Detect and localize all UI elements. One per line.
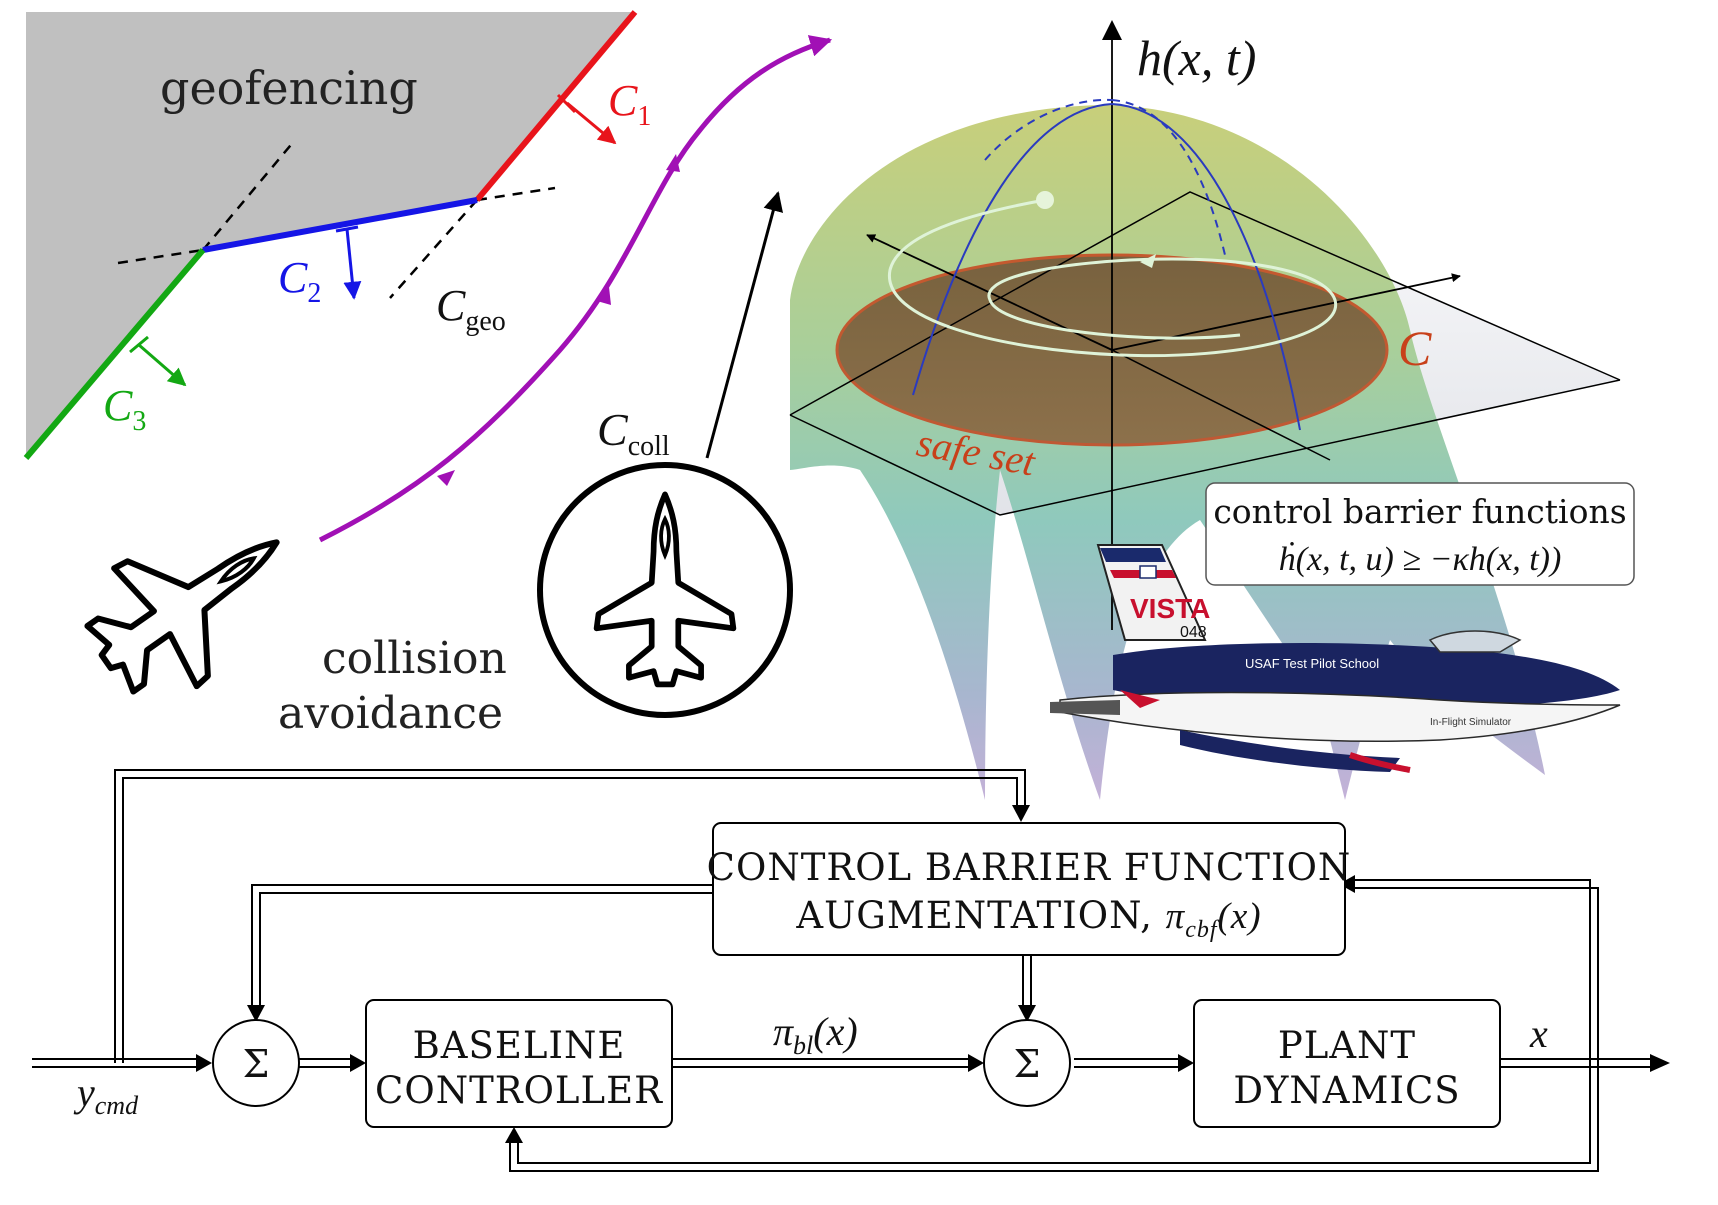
vista-side-text: In-Flight Simulator [1430, 717, 1512, 728]
c3-label: C3 [103, 381, 146, 437]
arrowhead [1178, 1054, 1194, 1072]
feedback-to-baseline-line [509, 1063, 1599, 1172]
cbf-block-line2: AUGMENTATION, πcbf(x) [795, 894, 1261, 943]
c2-normal-arrow [343, 228, 362, 300]
cbf-info-title: control barrier functions [1213, 492, 1626, 531]
ccoll-arrow [705, 191, 784, 459]
trajectory-start-dot [1036, 191, 1054, 209]
sum1-symbol: Σ [243, 1042, 270, 1086]
vista-fuselage-text: USAF Test Pilot School [1245, 656, 1379, 671]
trajectory-arrowhead [666, 154, 680, 172]
dashed-extension [202, 139, 296, 251]
c3-normal-arrow [138, 343, 187, 387]
cbf-to-sum1-line [259, 892, 713, 1007]
arrowhead [196, 1054, 212, 1072]
vista-tail-number: 048 [1180, 624, 1207, 641]
ccoll-label: Ccoll [597, 404, 670, 462]
cbf-to-sum1-line [251, 884, 713, 1007]
cbf-block-line1: CONTROL BARRIER FUNCTION [707, 846, 1352, 889]
geofencing-panel: geofencing C1 C2 C3 Cgeo [23, 10, 651, 460]
arrowhead [1339, 875, 1355, 893]
collision-circle [537, 462, 793, 718]
arrowhead [1650, 1054, 1670, 1072]
x-output-label: x [1529, 1011, 1548, 1056]
baseline-block-line2: CONTROLLER [375, 1069, 663, 1112]
sum2-symbol: Σ [1014, 1042, 1041, 1086]
blue-parabola-dashed [984, 98, 1113, 161]
barrier-surface-panel: h(x, t) C safe set control barrier funct… [789, 20, 1635, 800]
geofencing-label: geofencing [160, 61, 418, 115]
c1-normal-arrow [566, 101, 617, 145]
avoidance-label: avoidance [278, 688, 503, 739]
plant-block-line2: DYNAMICS [1233, 1069, 1460, 1112]
c3-edge [23, 248, 206, 460]
blue-parabola-dashed [1111, 99, 1226, 256]
c2-edge [202, 197, 478, 253]
plane-outline [789, 191, 1621, 416]
trajectory-arrowhead [437, 470, 455, 486]
dashed-extension [476, 186, 556, 202]
c3-normal-tick [129, 335, 149, 354]
plane-outline [789, 379, 1621, 516]
ycmd-label: ycmd [73, 1070, 139, 1120]
set-c-label: C [1398, 320, 1432, 376]
pi-bl-label: πbl(x) [773, 1009, 858, 1060]
geofence-region [26, 12, 635, 458]
c1-label: C1 [608, 76, 651, 132]
c2-label: C2 [278, 253, 321, 309]
collision-label: collision [322, 633, 507, 684]
ycmd-to-cbf-line [122, 777, 1018, 1063]
summing-junction-2 [983, 1019, 1071, 1107]
c1-edge [474, 10, 638, 202]
ycmd-to-cbf-line [114, 769, 1026, 1063]
fighter-jet-icon [84, 539, 280, 695]
plant-dynamics-block [1193, 999, 1501, 1128]
feedback-to-cbf-line [1352, 887, 1599, 1063]
trajectory-panel: Ccoll collision avoidance [84, 35, 833, 739]
h-axis-label: h(x, t) [1137, 30, 1256, 86]
arrowhead [247, 1005, 265, 1022]
plant-block-line1: PLANT [1278, 1024, 1416, 1067]
arrowhead [505, 1127, 523, 1143]
purple-trajectory [318, 35, 833, 543]
vista-tail-text: VISTA [1130, 593, 1210, 624]
cgeo-label: Cgeo [436, 281, 506, 337]
trajectory-arrowhead [1140, 254, 1156, 268]
vista-aircraft-photo: VISTA 048 USAF Test Pilot School In-Flig… [1050, 544, 1621, 773]
feedback-to-baseline-line [517, 1063, 1591, 1164]
arrowhead [1012, 805, 1030, 822]
arrowhead [968, 1054, 984, 1072]
trajectory-arrowhead [597, 287, 611, 305]
arrowhead [1018, 1005, 1036, 1022]
cbf-info-box [1205, 482, 1635, 586]
dashed-extension [117, 248, 204, 265]
baseline-controller-block [365, 999, 673, 1128]
baseline-block-line1: BASELINE [413, 1024, 626, 1067]
block-diagram [32, 769, 1670, 1172]
state-trajectory [888, 198, 1338, 358]
dashed-extension [389, 199, 478, 299]
cbf-info-inequality: ḣ(x, t, u) ≥ −κh(x, t)) [1279, 541, 1562, 578]
fighter-jet-icon [593, 491, 737, 688]
axis-back [1111, 349, 1331, 461]
cbf-augmentation-block [712, 822, 1346, 956]
block-diagram-labels: CONTROL BARRIER FUNCTION AUGMENTATION, π… [73, 846, 1548, 1120]
feedback-to-cbf-line [1352, 879, 1591, 1063]
arrowhead [350, 1054, 366, 1072]
summing-junction-1 [212, 1019, 300, 1107]
